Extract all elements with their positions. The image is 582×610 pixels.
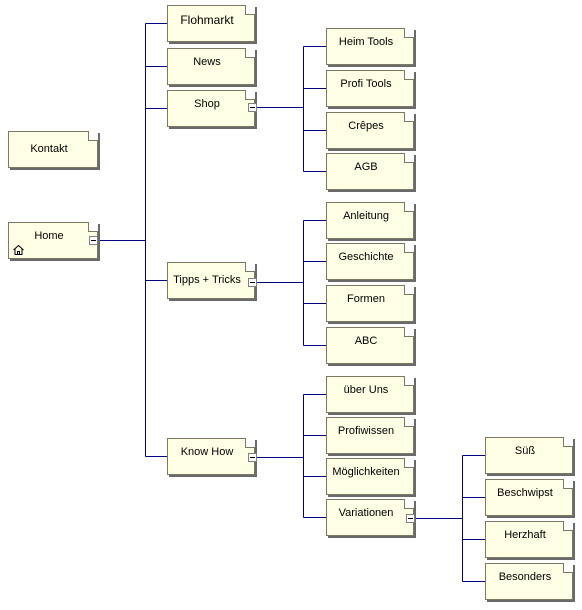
node-shop[interactable]: Shop [167,90,255,127]
page-fold-icon [404,417,414,427]
page-fold-icon [404,112,414,122]
node-profiwissen[interactable]: Profiwissen [326,417,414,454]
node-besonders[interactable]: Besonders [485,563,573,600]
node-label: Tipps + Tricks [173,274,241,286]
node-label: Know How [180,446,234,458]
page-fold-icon [245,438,255,448]
node-label: Profiwissen [337,425,395,437]
node-beschwipst[interactable]: Beschwipst [485,479,573,516]
node-label: über Uns [343,384,389,396]
node-label: Besonders [498,571,552,583]
page-fold-icon [563,479,573,489]
node-label: News [193,56,221,68]
node-ueber-uns[interactable]: über Uns [326,376,414,413]
page-fold-icon [404,376,414,386]
page-fold-icon [88,222,98,232]
node-profi-tools[interactable]: Profi Tools [326,70,414,107]
node-label: Geschichte [338,251,394,263]
node-tipps-tricks[interactable]: Tipps + Tricks [167,262,255,299]
node-know-how[interactable]: Know How [167,438,255,475]
node-label: Crêpes [348,120,384,132]
node-formen[interactable]: Formen [326,285,414,322]
node-heim-tools[interactable]: Heim Tools [326,28,414,65]
page-fold-icon [404,499,414,509]
node-label: AGB [354,161,378,173]
node-label: Möglichkeiten [332,466,400,478]
node-variationen[interactable]: Variationen [326,499,414,536]
collapse-toggle-variationen[interactable] [406,514,415,523]
node-crepes[interactable]: Crêpes [326,112,414,149]
node-label: Formen [347,293,385,305]
page-fold-icon [245,48,255,58]
node-geschichte[interactable]: Geschichte [326,243,414,280]
node-label: Kontakt [30,143,68,155]
page-fold-icon [563,563,573,573]
node-anleitung[interactable]: Anleitung [326,202,414,239]
node-label: Variationen [338,507,394,519]
home-icon [13,245,24,255]
page-fold-icon [404,28,414,38]
node-flohmarkt[interactable]: Flohmarkt [167,5,255,42]
page-fold-icon [245,90,255,100]
page-fold-icon [563,437,573,447]
node-home[interactable]: Home [8,222,98,259]
node-label: Shop [194,98,220,110]
collapse-toggle-shop[interactable] [248,103,257,112]
node-label: Herzhaft [504,529,546,541]
page-fold-icon [88,131,98,141]
node-abc[interactable]: ABC [326,327,414,364]
page-fold-icon [404,70,414,80]
page-fold-icon [404,285,414,295]
node-label: Flohmarkt [180,13,234,27]
collapse-toggle-know-how[interactable] [248,453,257,462]
node-herzhaft[interactable]: Herzhaft [485,521,573,558]
collapse-toggle-home[interactable] [89,236,98,245]
page-fold-icon [404,458,414,468]
page-fold-icon [404,202,414,212]
node-agb[interactable]: AGB [326,153,414,190]
node-label: Heim Tools [338,36,394,48]
node-label: Anleitung [343,210,389,222]
node-suess[interactable]: Süß [485,437,573,474]
page-fold-icon [245,5,255,15]
page-fold-icon [404,153,414,163]
node-kontakt[interactable]: Kontakt [8,131,98,168]
page-fold-icon [245,262,255,272]
node-moeglichkeiten[interactable]: Möglichkeiten [326,458,414,495]
node-label: ABC [354,335,378,347]
page-fold-icon [404,243,414,253]
node-label: Beschwipst [497,487,553,499]
collapse-toggle-tipps-tricks[interactable] [248,278,257,287]
node-label: Home [34,230,64,242]
node-label: Süß [514,445,536,457]
page-fold-icon [563,521,573,531]
node-news[interactable]: News [167,48,255,85]
page-fold-icon [404,327,414,337]
node-label: Profi Tools [340,78,392,90]
